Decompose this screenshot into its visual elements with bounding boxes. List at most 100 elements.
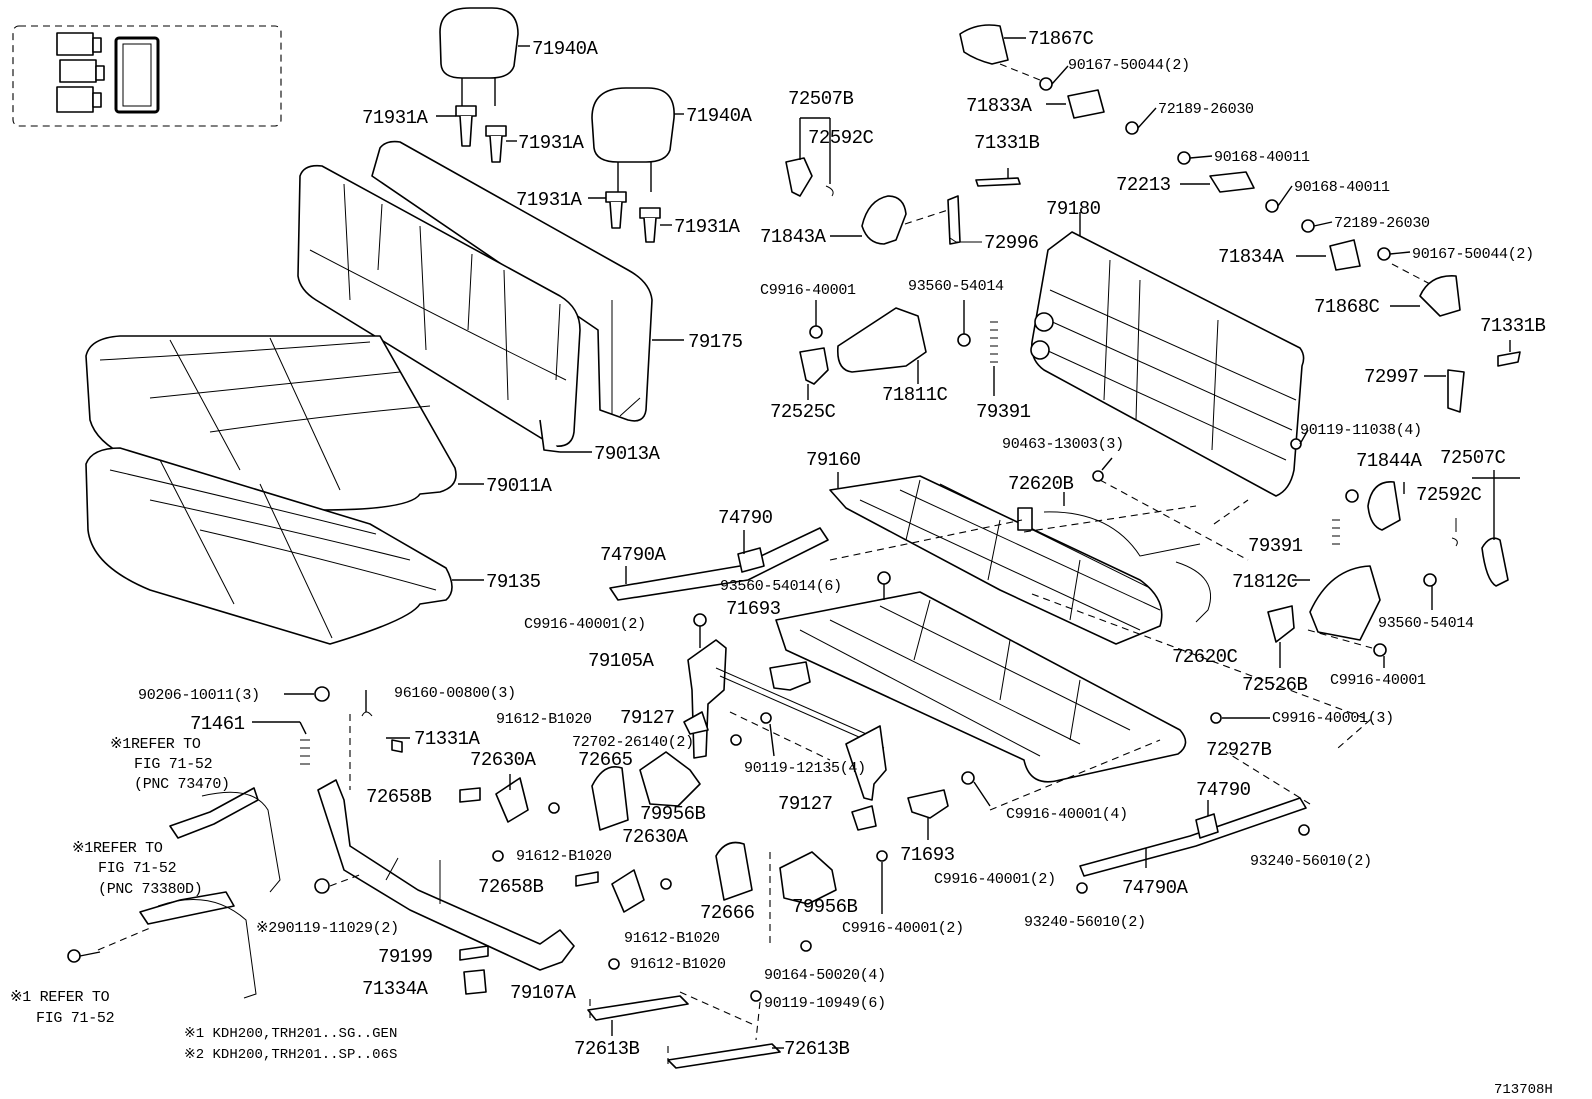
label-72525C: 72525C [770, 401, 836, 423]
label-79127: 79127 [778, 793, 833, 815]
label-C9916-40001-2: C9916-40001(2) [842, 920, 964, 937]
label-71844A: 71844A [1356, 450, 1423, 472]
label-91612-B1020: 91612-B1020 [496, 711, 592, 728]
label-71834A: 71834A [1218, 246, 1285, 268]
label-79180: 79180 [1046, 198, 1101, 220]
label-90206-10011: 90206-10011(3) [138, 687, 260, 704]
label-90167-50044: 90167-50044(2) [1412, 246, 1534, 263]
label-72189-26030: 72189-26030 [1334, 215, 1430, 232]
ref-note-line: ※1 REFER TO [10, 989, 110, 1006]
ref-note-line: ※1REFER TO [110, 736, 201, 753]
ref-note-line: (PNC 73380D) [98, 881, 202, 898]
label-74790A: 74790A [600, 544, 667, 566]
label-71334A: 71334A [362, 978, 429, 1000]
label-72630A: 72630A [622, 826, 689, 848]
label-72927B: 72927B [1206, 739, 1272, 761]
headrest-group [436, 7, 684, 243]
diagram-ref-number: 713708H [1494, 1082, 1553, 1098]
label-72526B: 72526B [1242, 674, 1308, 696]
label-71843A: 71843A [760, 226, 827, 248]
label-93240-56010: 93240-56010(2) [1024, 914, 1146, 931]
label-72613B: 72613B [784, 1038, 850, 1060]
label-C9916-40001-3: C9916-40001(3) [1272, 710, 1394, 727]
ref-note-line: FIG 71-52 [134, 756, 212, 773]
label-71931A: 71931A [516, 189, 583, 211]
label-90119-11029: ※290119-11029(2) [256, 920, 399, 937]
label-72666: 72666 [700, 902, 755, 924]
label-93240-56010: 93240-56010(2) [1250, 853, 1372, 870]
footnote-1: ※1 KDH200,TRH201..SG..GEN [184, 1026, 397, 1042]
label-79013A: 79013A [594, 443, 661, 465]
label-79391: 79391 [1248, 535, 1303, 557]
label-71867C: 71867C [1028, 28, 1094, 50]
label-72592C: 72592C [808, 127, 874, 149]
label-79175: 79175 [688, 331, 743, 353]
label-C9916-40001-2: C9916-40001(2) [934, 871, 1056, 888]
label-71868C: 71868C [1314, 296, 1380, 318]
upper-trim-parts [785, 24, 1521, 413]
label-93560-54014-6: 93560-54014(6) [720, 578, 842, 595]
label-71940A: 71940A [532, 38, 599, 60]
label-72189-26030: 72189-26030 [1158, 101, 1254, 118]
label-91612-B1020: 91612-B1020 [624, 930, 720, 947]
label-72213: 72213 [1116, 174, 1171, 196]
label-79011A: 79011A [486, 475, 553, 497]
label-71833A: 71833A [966, 95, 1033, 117]
ref-note-line: (PNC 73470) [134, 776, 230, 793]
label-72630A: 72630A [470, 749, 537, 771]
label-72620B: 72620B [1008, 473, 1074, 495]
label-72620C: 72620C [1172, 646, 1238, 668]
label-79105A: 79105A [588, 650, 655, 672]
label-96160-00800: 96160-00800(3) [394, 685, 516, 702]
label-C9916-40001-4: C9916-40001(4) [1006, 806, 1128, 823]
label-93560-54014: 93560-54014 [1378, 615, 1474, 632]
label-72997: 72997 [1364, 366, 1419, 388]
label-71331B: 71331B [1480, 315, 1546, 337]
ref-note-line: ※1REFER TO [72, 840, 163, 857]
label-71331A: 71331A [414, 728, 481, 750]
label-79199: 79199 [378, 946, 433, 968]
label-90119-12135: 90119-12135(4) [744, 760, 866, 777]
label-74790: 74790 [718, 507, 773, 529]
label-90167-50044: 90167-50044(2) [1068, 57, 1190, 74]
label-71931A: 71931A [362, 107, 429, 129]
label-71461: 71461 [190, 713, 245, 735]
label-C9916-40001: C9916-40001 [1330, 672, 1426, 689]
label-90119-10949: 90119-10949(6) [764, 995, 886, 1012]
location-inset [12, 25, 282, 127]
label-79391: 79391 [976, 401, 1031, 423]
lower-frame-group [67, 714, 575, 999]
footnote-2: ※2 KDH200,TRH201..SP..06S [184, 1047, 397, 1063]
label-93560-54014: 93560-54014 [908, 278, 1004, 295]
label-72507B: 72507B [788, 88, 854, 110]
label-91612-B1020: 91612-B1020 [516, 848, 612, 865]
label-71812C: 71812C [1232, 571, 1298, 593]
label-72665: 72665 [578, 749, 633, 771]
label-91612-B1020: 91612-B1020 [630, 956, 726, 973]
label-C9916-40001: C9916-40001 [760, 282, 856, 299]
cushion-assembly [85, 335, 484, 645]
seatback-frame [1030, 212, 1309, 497]
label-71811C: 71811C [882, 384, 948, 406]
label-72996: 72996 [984, 232, 1039, 254]
label-90119-11038: 90119-11038(4) [1300, 422, 1422, 439]
ref-note-line: FIG 71-52 [98, 860, 176, 877]
label-79956B: 79956B [792, 896, 858, 918]
label-C9916-40001-2: C9916-40001(2) [524, 616, 646, 633]
base-frame [693, 571, 1270, 807]
label-90168-40011: 90168-40011 [1294, 179, 1390, 196]
label-71693: 71693 [900, 844, 955, 866]
label-72658B: 72658B [478, 876, 544, 898]
label-90164-50020: 90164-50020(4) [764, 967, 886, 984]
leg-group [683, 639, 949, 840]
hinge-left-group [799, 300, 998, 400]
label-71931A: 71931A [518, 132, 585, 154]
hinge-right-group [1267, 470, 1520, 668]
label-71693: 71693 [726, 598, 781, 620]
reference-notes: ※1REFER TO FIG 71-52 (PNC 73470) ※1REFER… [10, 736, 230, 1027]
label-79127: 79127 [620, 707, 675, 729]
part-labels: 71940A 71940A 71931A 71931A 71931A 71931… [138, 28, 1546, 1060]
label-79160: 79160 [806, 449, 861, 471]
label-72613B: 72613B [574, 1038, 640, 1060]
